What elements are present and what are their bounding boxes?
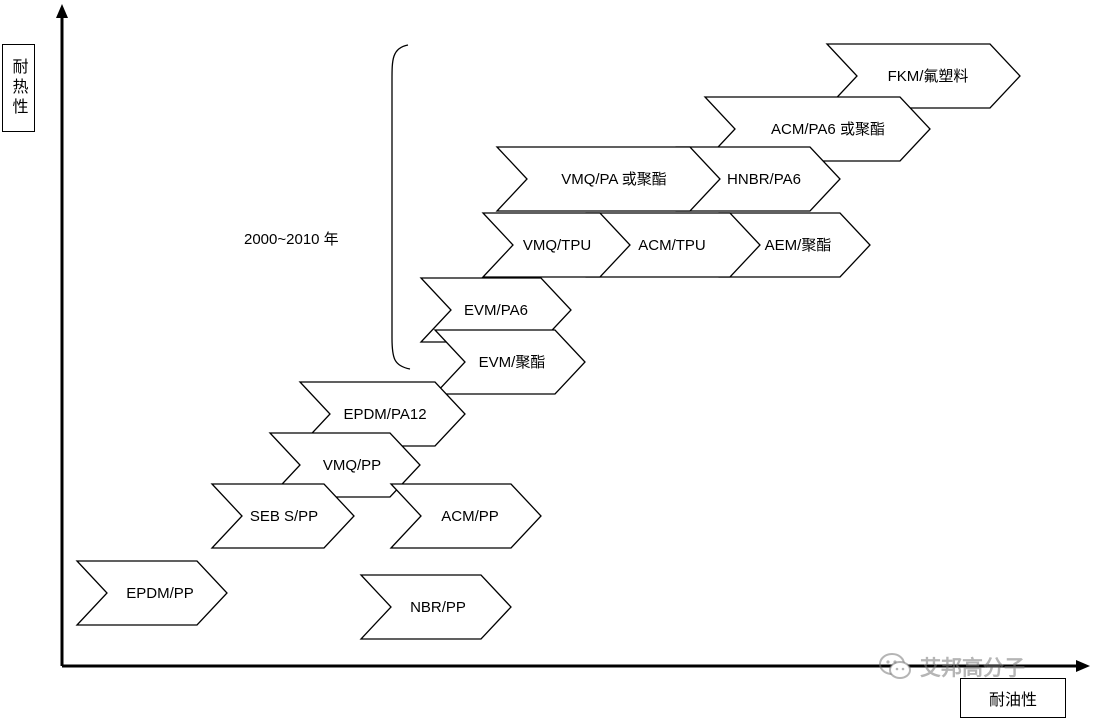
x-axis-arrowhead bbox=[1076, 660, 1090, 672]
chevron-label: VMQ/TPU bbox=[523, 237, 591, 254]
chevron-fkm-fluoroplastic: FKM/氟塑料 bbox=[825, 43, 1021, 109]
era-bracket bbox=[391, 44, 411, 370]
chevron-label: ACM/TPU bbox=[638, 237, 706, 254]
y-axis-arrowhead bbox=[56, 4, 68, 18]
chevron-label: VMQ/PP bbox=[323, 457, 381, 474]
chevron-label: EVM/聚酯 bbox=[479, 354, 546, 371]
watermark: 艾邦高分子 bbox=[878, 651, 1025, 683]
chevron-acm-pa6-polyester: ACM/PA6 或聚酯 bbox=[703, 96, 931, 162]
chevron-hnbr-pa6: HNBR/PA6 bbox=[675, 146, 841, 212]
era-label: 2000~2010 年 bbox=[244, 231, 339, 248]
chevron-vmq-tpu: VMQ/TPU bbox=[481, 212, 631, 278]
chevron-label: EPDM/PP bbox=[126, 585, 194, 602]
chevron-vmq-pa-polyester: VMQ/PA 或聚酯 bbox=[495, 146, 721, 212]
chevron-label: ACM/PP bbox=[441, 508, 499, 525]
chevron-label: FKM/氟塑料 bbox=[888, 68, 969, 85]
chevron-label: EVM/PA6 bbox=[464, 302, 528, 319]
chevron-vmq-pp: VMQ/PP bbox=[268, 432, 421, 498]
chevron-acm-pp: ACM/PP bbox=[389, 483, 542, 549]
chevron-sebs-pp: SEB S/PP bbox=[210, 483, 355, 549]
chevron-evm-pa6: EVM/PA6 bbox=[419, 277, 572, 343]
chevron-label: AEM/聚酯 bbox=[765, 237, 832, 254]
chevron-nbr-pp: NBR/PP bbox=[359, 574, 512, 640]
watermark-text: 艾邦高分子 bbox=[920, 656, 1025, 680]
y-axis-label: 耐热性 bbox=[2, 44, 35, 132]
x-axis-label: 耐油性 bbox=[960, 678, 1066, 718]
chevron-epdm-pp: EPDM/PP bbox=[75, 560, 228, 626]
chevron-epdm-pa12: EPDM/PA12 bbox=[298, 381, 466, 447]
chevron-label: HNBR/PA6 bbox=[727, 171, 801, 188]
chevron-label: EPDM/PA12 bbox=[343, 406, 426, 423]
chevron-label: ACM/PA6 或聚酯 bbox=[771, 121, 885, 138]
chevron-label: VMQ/PA 或聚酯 bbox=[561, 171, 667, 188]
chevron-label: NBR/PP bbox=[410, 599, 466, 616]
wechat-icon bbox=[879, 653, 911, 679]
chevron-label: SEB S/PP bbox=[250, 508, 318, 525]
chevron-evm-polyester: EVM/聚酯 bbox=[433, 329, 586, 395]
